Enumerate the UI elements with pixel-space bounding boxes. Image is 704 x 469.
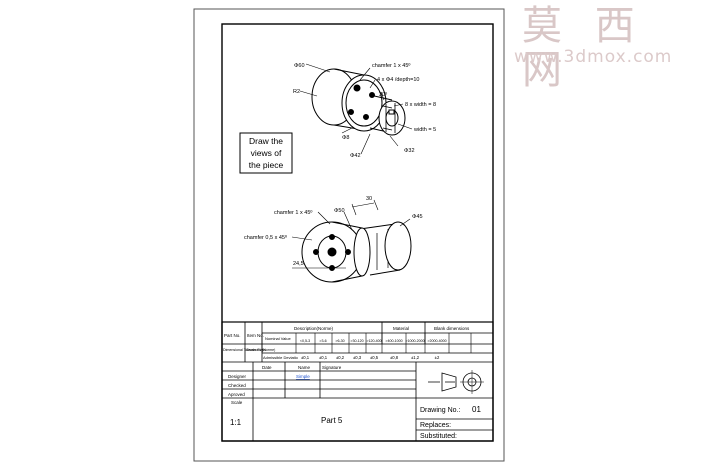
drawing-number: 01 (472, 405, 481, 414)
projection-symbol-icon (428, 370, 484, 394)
header-blank-dimensions: Blank dimensions (434, 326, 470, 331)
replaces-label: Replaces: (420, 422, 451, 429)
part-title: Part 5 (321, 416, 343, 425)
dim-chamfer-top: chamfer 1 x 45º (372, 62, 410, 69)
dim-d50: Φ50 (334, 208, 345, 214)
dim-d8: Φ8 (342, 135, 349, 141)
dim-chamfer-05: chamfer 0,5 x 45º (244, 234, 287, 241)
deviation-2: ±0,1 (319, 355, 328, 360)
header-date: Date (262, 365, 272, 370)
range-2: >3-6 (319, 339, 326, 343)
substituted-label: Substituted: (420, 433, 457, 440)
dim-d42: Φ42 (350, 153, 361, 159)
range-7: >1000-2000 (405, 339, 424, 343)
dim-chamfer-bottom: chamfer 1 x 45º (274, 209, 312, 216)
role-approved: Aproved (228, 392, 245, 397)
scale-value: 1:1 (230, 418, 242, 427)
designer-name-link[interactable]: Simple (296, 374, 310, 379)
header-dimensional-tolerances: Dimensional Tolerances (Norme) (223, 348, 275, 352)
bottom-leaders (291, 199, 411, 269)
role-designer: Designer (228, 374, 247, 379)
drawing-number-label: Drawing No.: (420, 407, 461, 414)
header-description: Description(Norme) (294, 326, 334, 331)
top-leaders (299, 63, 413, 155)
instruction-box (239, 132, 293, 174)
instruction-line-1: Draw the (249, 136, 283, 146)
range-5: >120-400 (366, 339, 381, 343)
dim-d60: Φ60 (294, 63, 305, 69)
range-1: <0,5-3 (300, 339, 310, 343)
dim-slot: 8 x width = 8 (405, 102, 436, 108)
header-part-no: Part No. (224, 333, 241, 338)
dim-30: 30 (366, 196, 372, 202)
range-8: >2000-4000 (427, 339, 446, 343)
tolerance-ranges: <0,5-3 >3-6 >6-30 >30-120 >120-400 >400-… (300, 339, 447, 343)
header-scale: Scale (231, 400, 243, 405)
header-grade-class: Grade Class (246, 348, 266, 352)
range-6: >400-1000 (385, 339, 402, 343)
range-3: >6-30 (335, 339, 344, 343)
header-signature: Signature (322, 365, 342, 370)
dim-24-5: 24,5 (293, 261, 304, 267)
header-item-no: Item No. (247, 333, 264, 338)
tolerance-deviations: ±0,1 ±0,1 ±0,2 ±0,3 ±0,5 ±0,8 ±1,2 ±2 (301, 355, 440, 360)
dim-r2: R2 (293, 89, 300, 95)
dim-holes: 4 x Φ4 /depth=10 (377, 77, 419, 83)
top-part-drawing (311, 68, 406, 136)
title-block (221, 321, 494, 442)
deviation-5: ±0,5 (370, 355, 379, 360)
header-name: Name (298, 365, 311, 370)
deviation-7: ±1,2 (411, 355, 420, 360)
dim-width5: width = 5 (413, 127, 436, 133)
bottom-part-drawing (301, 221, 412, 283)
header-nominal-value: Nominal Value (265, 336, 291, 341)
watermark-url: www.3dmox.com (514, 47, 673, 67)
dim-d45: Φ45 (412, 214, 423, 220)
instruction-line-3: the piece (249, 160, 284, 170)
header-admissible-deviation: Admissible Deviatio (263, 355, 299, 360)
dim-d32: Φ32 (404, 148, 415, 154)
deviation-3: ±0,2 (336, 355, 345, 360)
deviation-6: ±0,8 (390, 355, 399, 360)
deviation-1: ±0,1 (301, 355, 310, 360)
range-4: >30-120 (350, 339, 363, 343)
watermark-logo: 莫 西 网 (522, 3, 645, 93)
header-material: Material (393, 326, 409, 331)
deviation-4: ±0,3 (353, 355, 362, 360)
role-checked: Checked (228, 383, 246, 388)
instruction-line-2: views of (251, 148, 282, 158)
dim-angle: 30º (379, 91, 387, 98)
deviation-8: ±2 (435, 355, 440, 360)
